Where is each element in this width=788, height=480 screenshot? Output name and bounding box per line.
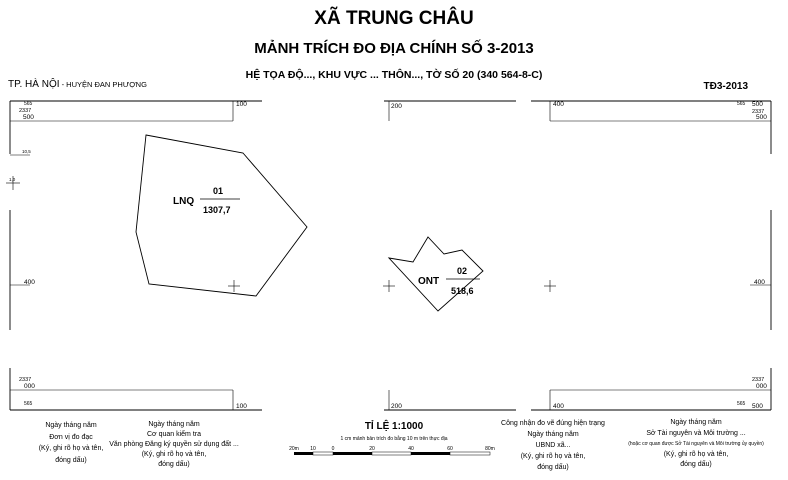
frame-label: 200 — [391, 103, 402, 110]
frame-label: 565 — [737, 101, 746, 107]
frame-label: 100 — [236, 101, 247, 108]
parcel-01-boundary — [135, 134, 308, 297]
frame-label: 10,5 — [22, 149, 31, 154]
signature-line: Cơ quan kiểm tra — [146, 431, 201, 438]
frame-label: 565 — [24, 101, 33, 107]
parcel-number: 01 — [213, 186, 223, 196]
parcel-02-boundary — [387, 236, 484, 312]
signature-line: đóng dấu) — [537, 464, 569, 471]
frame-label: 500 — [752, 403, 763, 410]
parcel-land-type: LNQ — [173, 196, 194, 207]
frame-label: 400 — [24, 279, 35, 286]
signature-line: Sở Tài nguyên và Môi trường ... — [646, 429, 746, 437]
scale-tick-label: 80m — [485, 446, 495, 452]
signature-line: Văn phòng Đăng ký quyền sử dụng đất ... — [109, 441, 239, 448]
scale-tick-label: 40 — [408, 446, 414, 452]
coordinate-line: HỆ TỌA ĐỘ..., KHU VỰC ... THÔN..., TỜ SỐ… — [245, 69, 543, 81]
signature-line: đóng dấu) — [680, 461, 712, 468]
scale-tick-label: 20m — [289, 446, 299, 452]
scale-tick-label: 10 — [310, 446, 316, 452]
frame-label: 565 — [737, 401, 746, 407]
signature-line: (Ký, ghi rõ họ và tên, — [663, 450, 729, 458]
signature-line: (Ký, ghi rõ họ và tên, — [141, 451, 207, 458]
frame-label: 500 — [756, 114, 767, 121]
frame-label: 2337 — [19, 108, 31, 114]
signature-line: Ngày tháng năm — [670, 419, 722, 426]
scale-title: TỈ LỆ 1:1000 — [364, 421, 424, 432]
signature-block-department: Ngày tháng năm Sở Tài nguyên và Môi trườ… — [606, 418, 786, 471]
frame-label: 2337 — [752, 109, 764, 115]
signature-line: (Ký, ghi rõ họ và tên, — [38, 445, 104, 452]
location-label: TP. HÀ NỘI - HUYỆN ĐAN PHƯỢNG — [8, 79, 147, 90]
frame-label: 2337 — [19, 377, 31, 383]
signature-line: (hoặc cơ quan được Sở Tài nguyên và Môi … — [628, 441, 764, 447]
signature-block-inspection: Ngày tháng năm Cơ quan kiểm tra Văn phòn… — [99, 420, 249, 470]
signature-line: đóng dấu) — [158, 461, 190, 468]
map-frame — [6, 100, 772, 411]
scale-bar: 20m 10 0 20 40 60 80m — [289, 446, 495, 456]
city-label: TP. HÀ NỘI — [8, 79, 60, 90]
signature-block-commune: Công nhận đo vẽ đúng hiện trạng Ngày thá… — [493, 418, 613, 473]
signature-line: Ngày tháng năm — [148, 421, 200, 428]
parcel-area: 1307,7 — [203, 205, 231, 215]
frame-label: 400 — [553, 101, 564, 108]
parcel-area: 518,6 — [451, 286, 474, 296]
signature-block-survey-unit: Ngày tháng năm Đơn vị đo đạc (Ký, ghi rõ… — [21, 420, 121, 466]
scale-tick-label: 60 — [447, 446, 453, 452]
scale-tick-label: 20 — [369, 446, 375, 452]
parcel-land-type: ONT — [418, 276, 439, 287]
district-label: - HUYỆN ĐAN PHƯỢNG — [59, 80, 147, 89]
signature-line: Công nhận đo vẽ đúng hiện trạng — [501, 420, 605, 427]
signature-line: (Ký, ghi rõ họ và tên, — [520, 453, 586, 460]
signature-line: Đơn vị đo đạc — [49, 433, 93, 441]
signature-line: đóng dấu) — [55, 456, 87, 464]
frame-label: 100 — [236, 403, 247, 410]
frame-label: 500 — [752, 101, 763, 108]
document-code: TĐ3-2013 — [703, 81, 748, 92]
frame-label: 1,0 — [9, 177, 16, 182]
scale-note: 1 cm mảnh bản trích đo bằng 10 m trên th… — [340, 436, 448, 442]
document-title: XÃ TRUNG CHÂU — [314, 8, 474, 29]
frame-label: 500 — [23, 114, 34, 121]
frame-label: 400 — [754, 279, 765, 286]
signature-line: Ngày tháng năm — [527, 431, 579, 438]
frame-label: 000 — [24, 383, 35, 390]
signature-line: UBND xã... — [535, 442, 571, 449]
frame-labels: 565 2337 500 100 200 400 565 500 2337 50… — [9, 101, 767, 410]
frame-label: 400 — [553, 403, 564, 410]
frame-label: 565 — [24, 401, 33, 407]
document-subtitle: MẢNH TRÍCH ĐO ĐỊA CHÍNH SỐ 3-2013 — [254, 40, 534, 57]
signature-line: Ngày tháng năm — [45, 422, 97, 429]
scale-tick-label: 0 — [332, 446, 335, 452]
parcel-number: 02 — [457, 266, 467, 276]
frame-label: 2337 — [752, 377, 764, 383]
frame-label: 200 — [391, 403, 402, 410]
frame-label: 000 — [756, 383, 767, 390]
